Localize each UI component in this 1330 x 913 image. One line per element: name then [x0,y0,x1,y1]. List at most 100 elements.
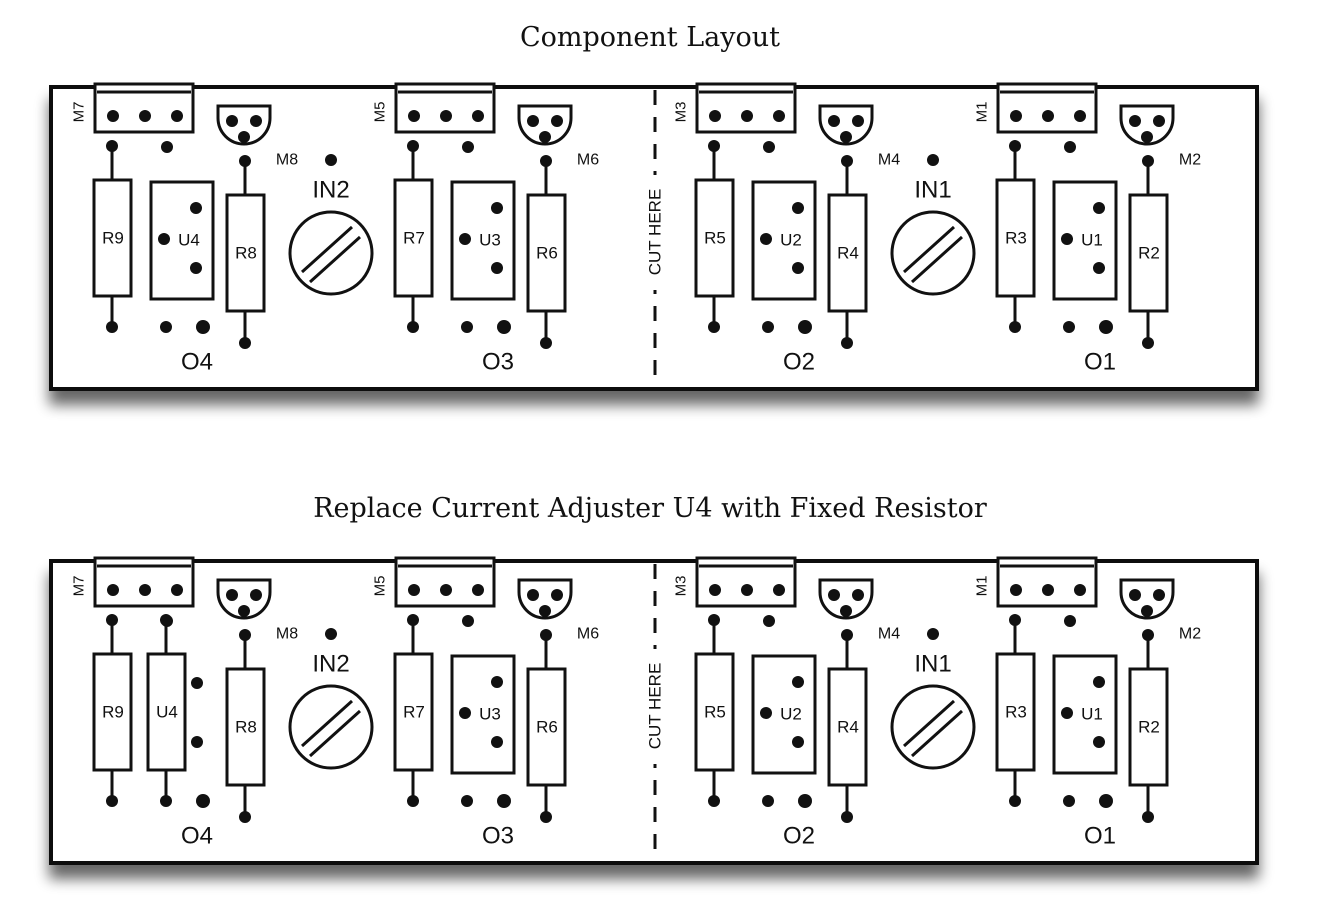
resistor-label: R2 [1138,244,1160,263]
resistor-label: R5 [704,703,726,722]
resistor-label: U4 [156,703,178,722]
resistor-body [694,652,735,772]
pad [798,320,812,334]
pad [551,115,563,127]
resistor-body [1128,193,1169,313]
pad [407,795,419,807]
pad [491,676,503,688]
pad [190,202,202,214]
pad [491,202,503,214]
pad [139,110,151,122]
pad [408,584,420,596]
pad [741,584,753,596]
pad [763,141,775,153]
pad [762,321,774,333]
pad [841,629,853,641]
pot-circle [288,684,374,770]
pad [407,614,419,626]
pad [852,115,864,127]
pad [709,584,721,596]
pad [1061,707,1073,719]
pad [250,115,262,127]
pad [160,795,172,807]
pad [472,584,484,596]
pad [1063,321,1075,333]
resistor-body [225,667,266,787]
pad [792,262,804,274]
pad [1093,262,1105,274]
regulator-label: U1 [1081,705,1103,724]
trace [308,235,362,284]
pad [407,140,419,152]
pad [106,614,118,626]
pad [840,605,852,617]
resistor-label: R4 [837,718,859,737]
pad [741,110,753,122]
resistor-label: R3 [1005,703,1027,722]
pad [1010,110,1022,122]
pad [527,589,539,601]
pad [1093,202,1105,214]
pad [171,584,183,596]
regulator-label: U1 [1081,231,1103,250]
pad [539,605,551,617]
pad [461,321,473,333]
transistor-label: M4 [878,626,900,643]
pad [440,584,452,596]
connector-label: M7 [71,102,88,123]
pad [191,677,203,689]
resistor-label: R9 [102,703,124,722]
pad [440,110,452,122]
pad [708,321,720,333]
potentiometer-icon [288,210,374,296]
pad [773,584,785,596]
output-label: O4 [181,823,213,850]
pad [1129,115,1141,127]
pad [709,110,721,122]
connector-label: M5 [372,576,389,597]
output-label: O2 [783,349,815,376]
pad [462,615,474,627]
connector-label: M1 [974,102,991,123]
pad [540,629,552,641]
connector-label: M3 [673,576,690,597]
pad [927,154,939,166]
pad [491,262,503,274]
pad [760,707,772,719]
pad [226,589,238,601]
connector-label: M3 [673,102,690,123]
pad [1099,794,1113,808]
pad [239,629,251,641]
cut-here-label: CUT HERE [646,189,665,276]
resistor-body [393,178,434,298]
pad [828,589,840,601]
pad [238,131,250,143]
regulator-label: U4 [178,231,200,250]
resistor-label: R7 [403,229,425,248]
resistor-body [827,667,868,787]
resistor-body [995,178,1036,298]
resistor-body [393,652,434,772]
pad [841,155,853,167]
output-label: O3 [482,823,514,850]
pad [1010,584,1022,596]
pad [325,154,337,166]
resistor-label: R6 [536,718,558,737]
output-label: O1 [1084,823,1116,850]
pad [1042,584,1054,596]
pad [239,155,251,167]
pad [1142,629,1154,641]
pad [1074,584,1086,596]
resistor-label: R7 [403,703,425,722]
trace [910,235,964,284]
resistor-label: R8 [235,244,257,263]
pad [1009,140,1021,152]
pad [1093,736,1105,748]
resistor-label: R5 [704,229,726,248]
output-label: O3 [482,349,514,376]
resistor-label: R2 [1138,718,1160,737]
